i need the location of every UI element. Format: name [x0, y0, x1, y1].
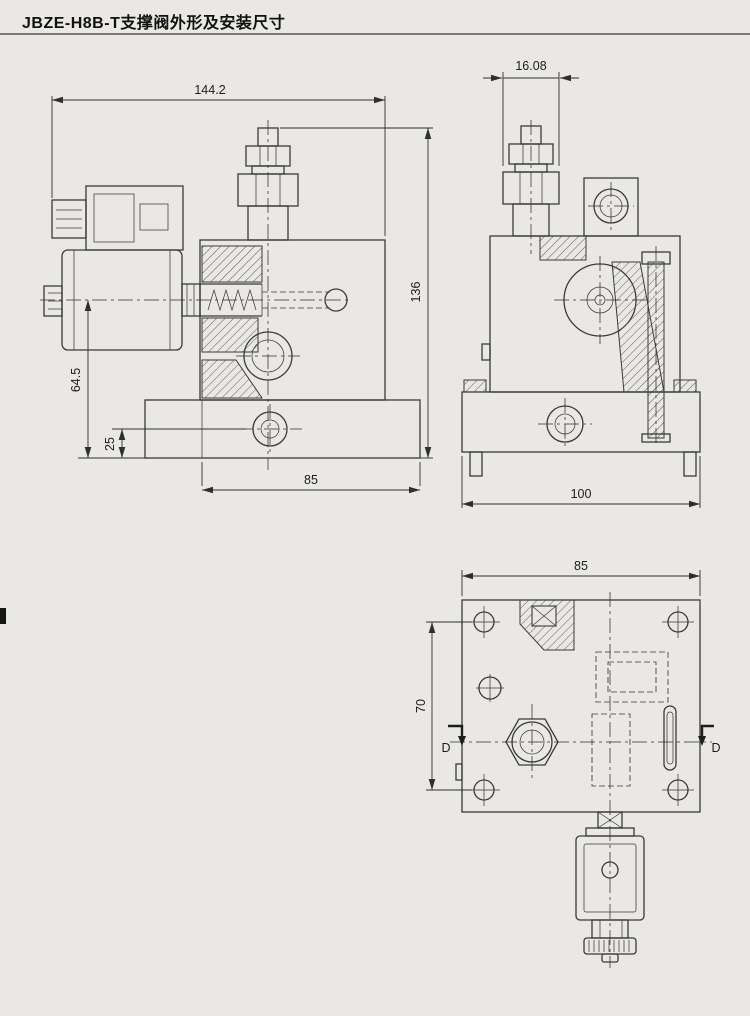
dim-axis-height: 64.5 — [69, 300, 148, 459]
side-view: 16.08 100 — [461, 59, 701, 508]
top-view-outline — [461, 599, 701, 813]
dim-hole-spacing-top: 70 — [414, 621, 472, 791]
base-foot-left — [469, 451, 483, 477]
dim-overall-height-label: 136 — [409, 282, 423, 303]
mounting-holes — [468, 606, 694, 806]
section-label-left: D — [441, 741, 450, 755]
page-edge-mark — [0, 608, 6, 624]
mounting-base-side — [461, 379, 701, 477]
centerlines-front — [40, 120, 352, 470]
hidden-cartridge-outline — [591, 651, 669, 787]
section-marker-right: D — [698, 724, 721, 755]
header-divider — [0, 33, 750, 35]
side-tab — [481, 343, 491, 361]
gauge-port-circle — [476, 674, 504, 702]
dim-fitting-width: 16.08 — [483, 59, 579, 166]
dim-port-height-label: 25 — [103, 437, 117, 451]
valve-body-front — [199, 239, 386, 401]
dim-depth-side: 100 — [461, 456, 701, 508]
top-view: D D — [414, 559, 721, 968]
spring-symbol — [207, 288, 257, 312]
side-slot — [663, 705, 677, 771]
centerlines-top — [450, 592, 712, 968]
section-label-right: D — [711, 741, 720, 755]
cable-gland — [51, 199, 87, 239]
dim-mount-width-front: 85 — [201, 462, 421, 494]
dim-axis-height-label: 64.5 — [69, 368, 83, 392]
solenoid-bottom — [575, 811, 645, 963]
section-marker-left: D — [441, 724, 466, 755]
dim-fitting-width-label: 16.08 — [515, 59, 546, 73]
base-foot-right — [683, 451, 697, 477]
edge-notch — [455, 763, 463, 781]
dim-hole-spacing-top-label: 70 — [414, 699, 428, 713]
front-view: 144.2 136 64.5 25 85 — [40, 83, 433, 494]
valve-body-side — [481, 235, 681, 443]
dim-width-top: 85 — [461, 559, 701, 596]
dim-overall-height: 136 — [280, 127, 433, 459]
dim-port-height: 25 — [103, 428, 246, 458]
conduit-fitting — [43, 285, 63, 317]
solenoid-connector — [85, 185, 184, 251]
section-cut-hatch — [519, 599, 575, 651]
dim-overall-width-label: 144.2 — [194, 83, 225, 97]
centerlines-side — [530, 120, 657, 450]
dim-mount-width-front-label: 85 — [304, 473, 318, 487]
dim-overall-width: 144.2 — [51, 83, 386, 236]
dim-depth-side-label: 100 — [571, 487, 592, 501]
page-title: JBZE-H8B-T支撑阀外形及安装尺寸 — [22, 15, 286, 32]
dim-width-top-label: 85 — [574, 559, 588, 573]
